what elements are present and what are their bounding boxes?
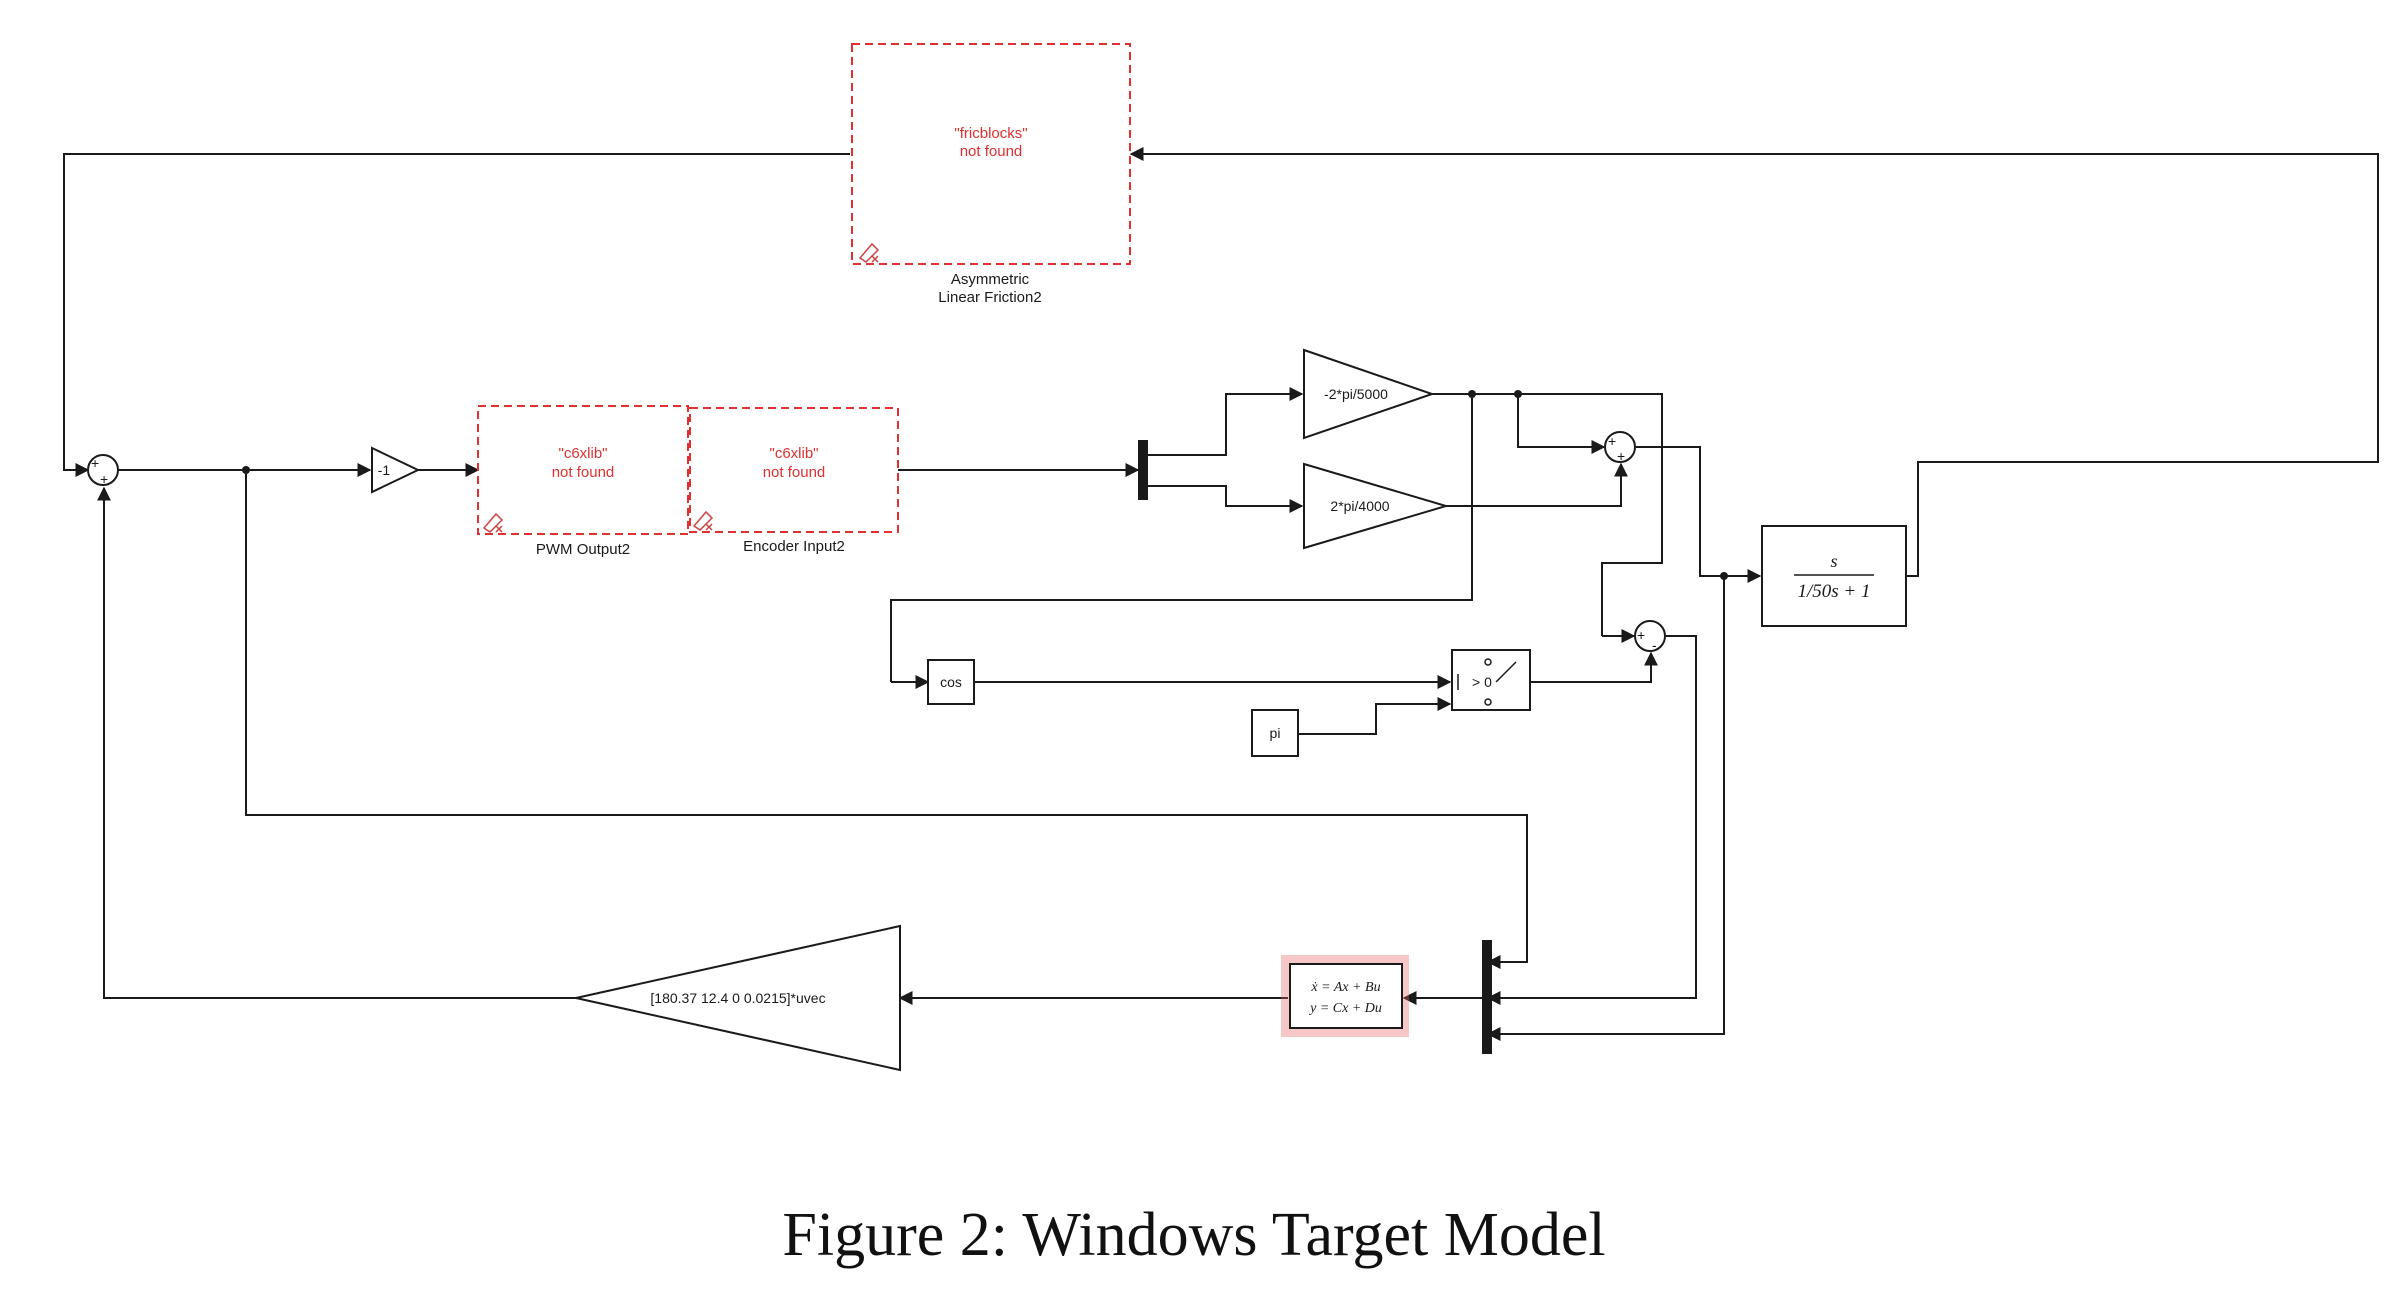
- transfer-function-block[interactable]: s 1/50s + 1: [1761, 525, 1907, 627]
- ss-line1: ẋ = Ax + Bu: [1310, 980, 1380, 995]
- gain-neg1-block[interactable]: -1: [371, 446, 421, 494]
- svg-text:+: +: [91, 455, 99, 471]
- tf-denominator: 1/50s + 1: [1798, 581, 1871, 602]
- figure-caption: Figure 2: Windows Target Model: [782, 1201, 1606, 1269]
- friction-lib-text: "fricblocks": [954, 125, 1027, 142]
- friction-name-line1: Asymmetric: [951, 271, 1030, 288]
- demux-block[interactable]: [1138, 440, 1148, 500]
- broken-link-icon: [858, 242, 880, 263]
- sum-block-input[interactable]: + +: [87, 454, 119, 487]
- friction-status-text: not found: [960, 143, 1023, 160]
- gain-bottom-block[interactable]: 2*pi/4000: [1303, 462, 1450, 550]
- switch-block[interactable]: > 0: [1451, 649, 1531, 711]
- svg-text:+: +: [1608, 433, 1616, 449]
- gain-bottom-text: 2*pi/4000: [1330, 498, 1389, 514]
- pwm-lib-text: "c6xlib": [559, 445, 608, 462]
- junction-dots: [242, 390, 1728, 580]
- pwm-name: PWM Output2: [536, 541, 630, 558]
- friction-name-line2: Linear Friction2: [938, 289, 1041, 306]
- pwm-status-text: not found: [552, 464, 615, 481]
- cos-block[interactable]: cos: [927, 659, 975, 705]
- gain-top-text: -2*pi/5000: [1324, 386, 1388, 402]
- pi-text: pi: [1270, 725, 1281, 741]
- feedback-gain-text: [180.37 12.4 0 0.0215]*uvec: [650, 990, 825, 1006]
- broken-link-icon: [692, 510, 714, 531]
- pi-constant-block[interactable]: pi: [1251, 709, 1299, 757]
- switch-text: > 0: [1472, 674, 1492, 690]
- pwm-output-block[interactable]: "c6xlib" not found: [477, 405, 689, 535]
- svg-text:+: +: [1637, 627, 1645, 643]
- state-space-block[interactable]: ẋ = Ax + Bu y = Cx + Du: [1281, 955, 1409, 1037]
- sum-block-lower[interactable]: + -: [1634, 620, 1666, 653]
- broken-link-icon: [482, 512, 504, 533]
- signal-wires: [63, 147, 2379, 1041]
- encoder-input-block[interactable]: "c6xlib" not found: [689, 407, 899, 533]
- encoder-status-text: not found: [763, 464, 826, 481]
- mux-block[interactable]: [1482, 940, 1492, 1054]
- svg-text:+: +: [100, 471, 108, 487]
- friction-block[interactable]: "fricblocks" not found: [851, 43, 1131, 265]
- feedback-gain-block[interactable]: [180.37 12.4 0 0.0215]*uvec: [575, 924, 901, 1072]
- encoder-name: Encoder Input2: [743, 538, 845, 555]
- ss-line2: y = Cx + Du: [1308, 1001, 1382, 1016]
- svg-text:+: +: [1617, 448, 1625, 464]
- gain-top-block[interactable]: -2*pi/5000: [1303, 348, 1436, 440]
- svg-text:-: -: [1652, 637, 1657, 653]
- cos-text: cos: [940, 674, 962, 690]
- tf-numerator: s: [1830, 551, 1837, 571]
- sum-block-upper[interactable]: + +: [1604, 431, 1636, 464]
- gain-neg1-text: -1: [378, 462, 391, 478]
- encoder-lib-text: "c6xlib": [770, 445, 819, 462]
